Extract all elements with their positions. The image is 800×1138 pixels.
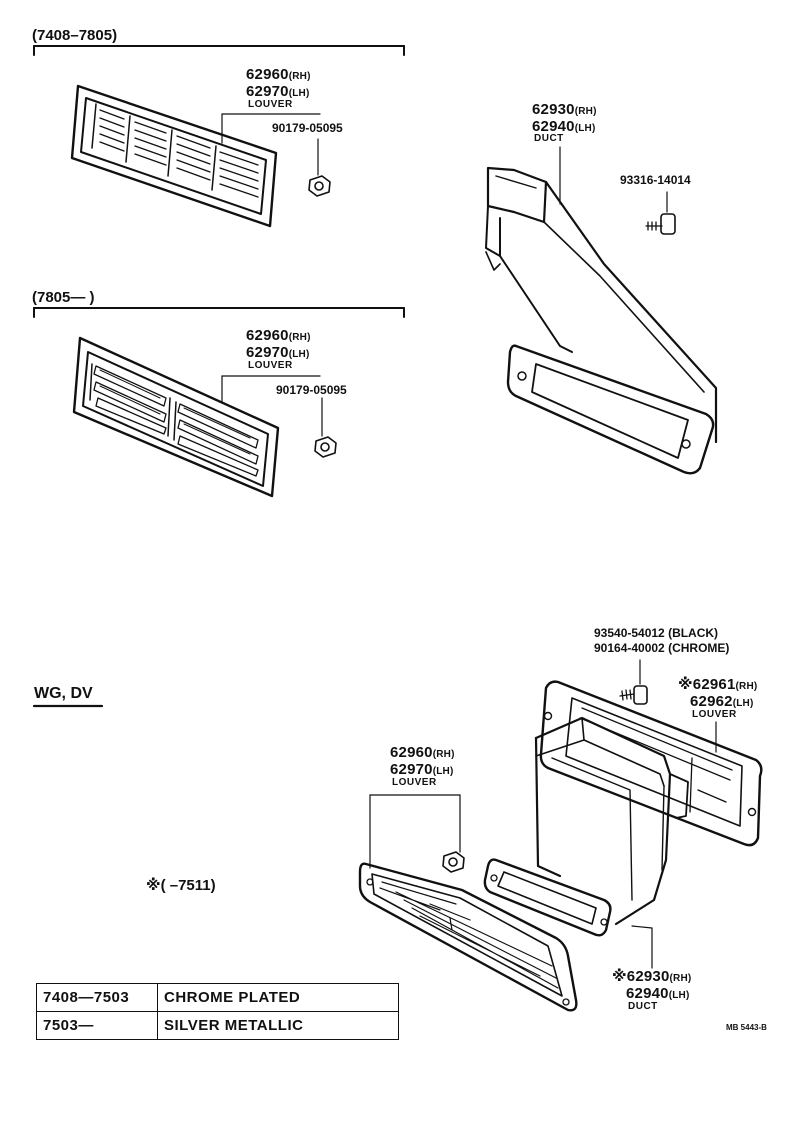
part-number-louver-late-rh: 62960(RH) xyxy=(246,327,311,344)
part-number-screw-black: 93540-54012 (BLACK) xyxy=(594,626,719,640)
louver-late-drawing xyxy=(72,336,280,498)
part-number-louver-wg-lh: 62970(LH) xyxy=(390,761,454,778)
part-number-duct-wg-lh: 62940(LH) xyxy=(626,985,690,1002)
section-label-late: (7805— ) xyxy=(32,289,95,306)
part-number-duct-wg-rh: ※62930(RH) xyxy=(612,968,692,985)
part-number-screw-chrome: 90164-40002 (CHROME) xyxy=(594,641,730,655)
louver-wg-drawing xyxy=(358,862,578,1012)
part-desc-louver-wg-star: LOUVER xyxy=(692,709,737,720)
legend-code: 7408—7503 xyxy=(36,983,158,1012)
nut-wg-drawing xyxy=(442,851,465,873)
nut-late-drawing xyxy=(314,436,337,458)
leader-louver-wg xyxy=(369,794,461,869)
part-desc-louver-wg: LOUVER xyxy=(392,777,437,788)
duct-top-drawing xyxy=(485,166,718,475)
screw-wg-drawing xyxy=(619,659,648,705)
leader-louver-late xyxy=(221,375,323,437)
legend-code: 7503— xyxy=(36,1011,158,1040)
louver-wg-star-drawing xyxy=(539,680,763,847)
part-number-louver-wg-star-lh: 62962(LH) xyxy=(690,693,754,710)
part-number-nut-late: 90179-05095 xyxy=(276,383,347,397)
legend-finish: SILVER METALLIC xyxy=(157,1011,399,1040)
duct-wg-drawing xyxy=(483,716,689,937)
leader-duct-wg xyxy=(631,925,653,969)
part-number-louver-wg-star-rh: ※62961(RH) xyxy=(678,676,758,693)
part-desc-duct-top: DUCT xyxy=(534,133,564,144)
legend-row: 7408—7503 CHROME PLATED xyxy=(36,983,399,1012)
leader-louver-early xyxy=(221,113,321,176)
part-number-duct-top-rh: 62930(RH) xyxy=(532,101,597,118)
note-range: ※( –7511) xyxy=(146,877,216,894)
diagram-code: MB 5443-B xyxy=(726,1023,767,1032)
finish-legend-table: 7408—7503 CHROME PLATED 7503— SILVER MET… xyxy=(36,983,399,1040)
part-number-louver-wg-rh: 62960(RH) xyxy=(390,744,455,761)
nut-early-drawing xyxy=(308,175,331,197)
part-desc-duct-wg: DUCT xyxy=(628,1001,658,1012)
part-number-louver-late-lh: 62970(LH) xyxy=(246,344,310,361)
part-number-screw-top: 93316-14014 xyxy=(620,173,691,187)
part-desc-louver-late: LOUVER xyxy=(248,360,293,371)
part-number-louver-early-lh: 62970(LH) xyxy=(246,83,310,100)
legend-row: 7503— SILVER METALLIC xyxy=(36,1011,399,1040)
section-label-wgdv: WG, DV xyxy=(34,685,93,702)
section-bracket-early xyxy=(33,45,405,56)
legend-finish: CHROME PLATED xyxy=(157,983,399,1012)
part-number-louver-early-rh: 62960(RH) xyxy=(246,66,311,83)
screw-top-drawing xyxy=(645,191,676,235)
part-number-nut-early: 90179-05095 xyxy=(272,121,343,135)
section-label-early: (7408–7805) xyxy=(32,27,118,44)
part-desc-louver-early: LOUVER xyxy=(248,99,293,110)
louver-early-drawing xyxy=(70,84,278,228)
part-number-duct-top-lh: 62940(LH) xyxy=(532,118,596,135)
section-bracket-late xyxy=(33,307,405,318)
